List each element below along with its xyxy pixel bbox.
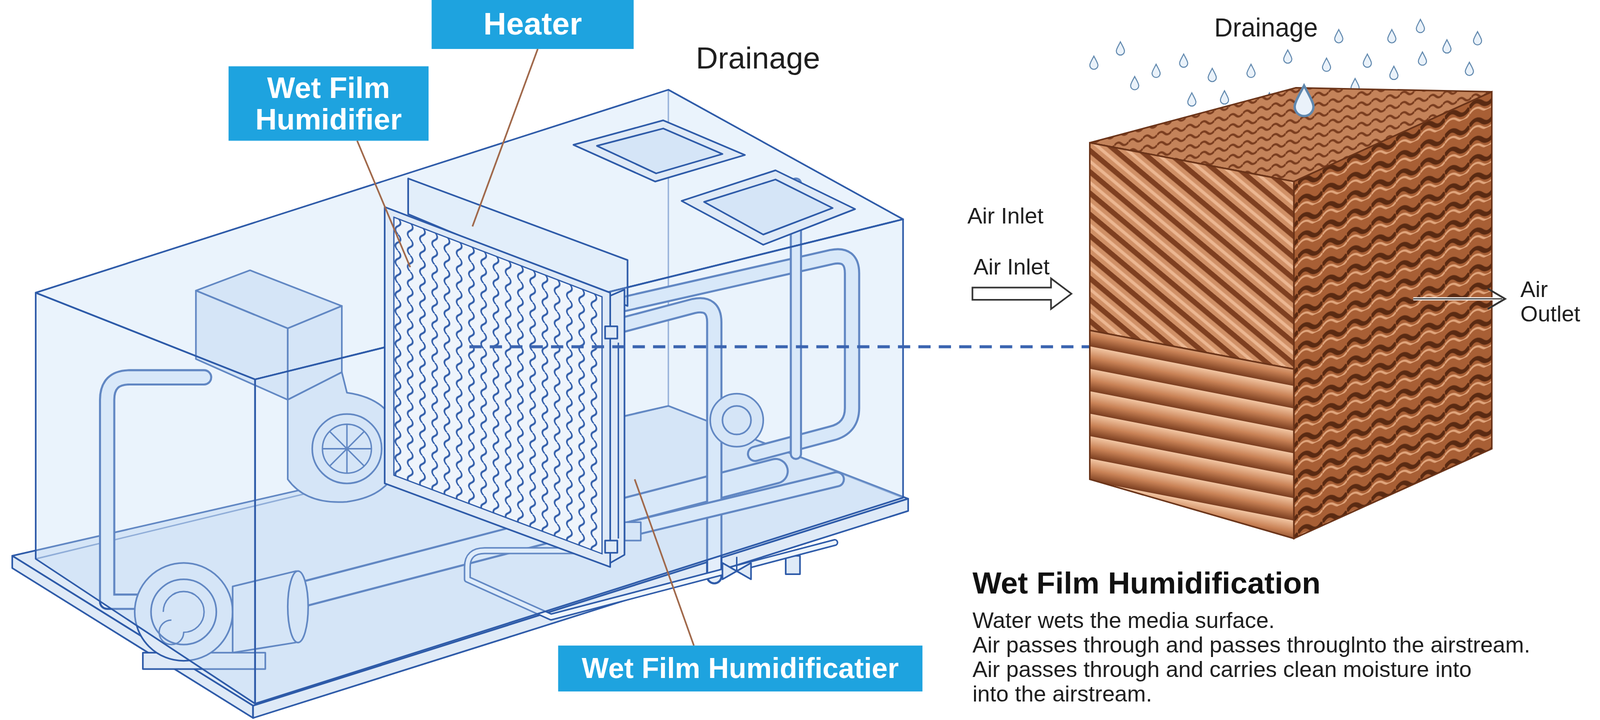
air-inlet-arrow xyxy=(972,278,1072,309)
droplet xyxy=(1387,29,1396,43)
panel-pipe xyxy=(617,342,619,539)
callout-box: Heater xyxy=(431,0,634,49)
droplet xyxy=(1322,58,1331,72)
text-label: Air Inlet xyxy=(967,204,1131,229)
callout-box: Wet Film Humidifier xyxy=(228,66,429,141)
callout-box: Wet Film Humidificatier xyxy=(558,645,923,692)
droplet xyxy=(1130,76,1139,90)
leader-line xyxy=(472,49,538,227)
droplet xyxy=(1116,42,1125,56)
leader-line xyxy=(634,479,694,646)
vent-inner xyxy=(597,128,723,174)
air-outlet-arrow xyxy=(1413,297,1503,301)
droplet xyxy=(1152,64,1160,78)
wet-film-media xyxy=(394,217,602,554)
droplet xyxy=(1208,68,1216,82)
text-label: Drainage xyxy=(696,41,921,75)
text-label: Air Inlet xyxy=(973,255,1137,280)
droplet xyxy=(1090,56,1098,70)
projection-line xyxy=(469,345,1096,348)
droplet xyxy=(1187,93,1196,107)
panel-fitting xyxy=(605,326,617,339)
droplet xyxy=(1179,54,1188,68)
droplet xyxy=(1363,54,1372,68)
air-outlet-arrowhead xyxy=(1487,288,1505,309)
vent xyxy=(681,170,855,245)
droplet xyxy=(1416,19,1425,33)
leader-line xyxy=(357,140,410,267)
droplet xyxy=(1473,31,1482,45)
vent xyxy=(573,120,745,182)
media-side-face xyxy=(1294,92,1492,539)
callout-text: Wet Film Humidifier xyxy=(228,72,429,135)
droplet xyxy=(1334,29,1343,43)
droplet xyxy=(1220,91,1229,105)
callout-text: Heater xyxy=(483,8,582,41)
droplet xyxy=(1418,52,1427,66)
text-label: Drainage xyxy=(1214,14,1419,43)
text-label: Air passes through and carries clean moi… xyxy=(972,658,1488,708)
droplet xyxy=(1283,50,1292,64)
wet-film-media xyxy=(394,217,602,554)
panel-fitting xyxy=(605,540,617,553)
vent-inner xyxy=(704,179,833,235)
valve-stem xyxy=(736,557,738,572)
droplet xyxy=(1390,66,1398,80)
droplet xyxy=(1465,62,1474,76)
air-outlet-arrow xyxy=(1413,298,1503,300)
droplet-large xyxy=(1294,85,1314,116)
pipe-flange xyxy=(785,556,800,575)
media-corrugated-section xyxy=(1090,330,1294,539)
panel-heading: Wet Film Humidification xyxy=(972,566,1321,601)
droplet xyxy=(1443,40,1451,54)
text-label: Air Outlet xyxy=(1520,277,1594,327)
panel-frame xyxy=(384,207,610,567)
text-label: Water wets the media surface. xyxy=(972,609,1600,634)
media-front-face xyxy=(1090,143,1294,370)
droplet xyxy=(1247,64,1255,78)
text-label: Air passes through and passes througlnto… xyxy=(972,633,1600,658)
callout-text: Wet Film Humidificatier xyxy=(582,653,899,684)
